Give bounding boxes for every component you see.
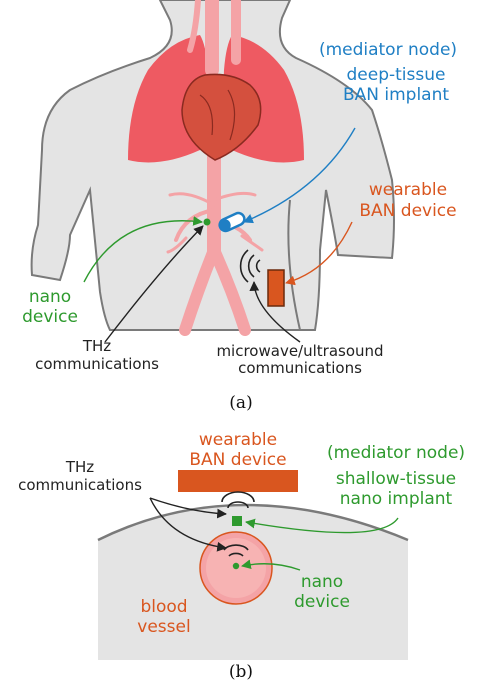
- label-thz-line1-b: THz: [65, 458, 94, 476]
- panel-a: (mediator node) deep-tissue BAN implant …: [22, 0, 457, 413]
- label-implant-line2-a: BAN implant: [343, 85, 449, 105]
- panel-b: wearable BAN device (mediator node) shal…: [18, 430, 465, 682]
- label-wearable-line2-b: BAN device: [189, 450, 286, 470]
- shallow-implant-square: [232, 516, 242, 526]
- label-vessel-line2-b: vessel: [137, 617, 190, 637]
- label-nano-line1-a: nano: [29, 287, 71, 307]
- caption-a: (a): [229, 393, 252, 413]
- nano-device-dot: [204, 219, 211, 226]
- label-nano-line2-a: device: [22, 307, 78, 327]
- label-nano-line1-b: nano: [301, 572, 343, 592]
- label-thz-line1-a: THz: [82, 337, 111, 355]
- label-mw-line2-a: communications: [238, 359, 362, 377]
- label-mediator-node-a: (mediator node): [319, 40, 457, 60]
- label-thz-line2-b: communications: [18, 476, 142, 494]
- label-mediator-node-b: (mediator node): [327, 443, 465, 463]
- nano-device-dot: [233, 563, 239, 569]
- label-mw-line1-a: microwave/ultrasound: [216, 342, 383, 360]
- label-wearable-line1-a: wearable: [369, 180, 447, 200]
- label-vessel-line1-b: blood: [140, 597, 187, 617]
- label-implant-line2-b: nano implant: [340, 489, 453, 509]
- wearable-device-b: [178, 470, 298, 492]
- label-implant-line1-a: deep-tissue: [347, 65, 446, 85]
- label-wearable-line2-a: BAN device: [359, 201, 456, 221]
- label-thz-line2-a: communications: [35, 355, 159, 373]
- orange-rectangle-device-icon: [268, 270, 284, 306]
- label-wearable-line1-b: wearable: [199, 430, 277, 450]
- label-implant-line1-b: shallow-tissue: [336, 469, 456, 489]
- caption-b: (b): [229, 662, 253, 682]
- label-nano-line2-b: device: [294, 592, 350, 612]
